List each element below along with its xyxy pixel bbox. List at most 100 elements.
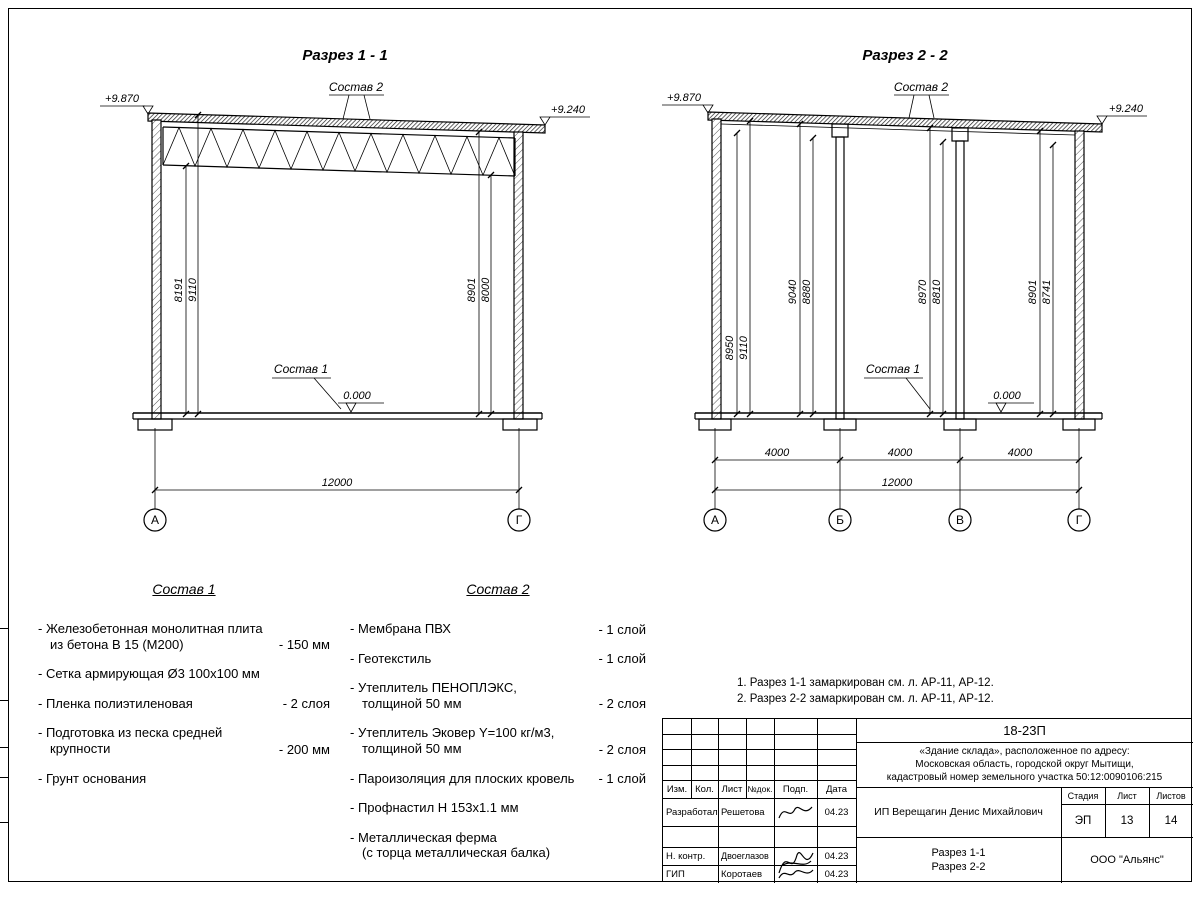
s1-axis-a: А [151, 513, 159, 527]
signature-developer [778, 806, 813, 819]
row-role-ncontrol: Н. контр. [666, 850, 706, 862]
s2-dim-v7: 8901 [1027, 280, 1039, 304]
s1-roof-slab [147, 112, 546, 134]
frame-tick [0, 777, 9, 778]
item-value: - 1 слой [598, 621, 646, 637]
sheets-total: 14 [1164, 814, 1178, 827]
item-text: - Утеплитель ПЕНОПЛЭКС, толщиной 50 мм [350, 680, 517, 711]
col-header-ndok: №док. [747, 784, 773, 794]
sections-canvas: Разрез 1 - 1 +9.870 +9.240 Состав 2 [100, 47, 1147, 532]
item-value: - 2 слоя [598, 741, 646, 757]
s1-wall-left [151, 119, 162, 420]
frame-tick [0, 747, 9, 748]
note-line-2: 2. Разрез 2-2 замаркирован см. л. АР-11,… [737, 692, 994, 705]
list-item: - Геотекстиль - 1 слой [350, 651, 646, 667]
s2-dim-total: 12000 [882, 477, 913, 489]
s1-label-sostav2: Состав 2 [329, 80, 384, 120]
s2-axis-g: Г [1076, 513, 1083, 527]
item-text: - Сетка армирующая Ø3 100х100 мм [38, 666, 260, 682]
row-name-ncontrol: Двоеглазов [721, 851, 769, 861]
col-header-izm: Изм. [666, 783, 688, 795]
signature-gip [778, 869, 814, 879]
s2-axis-b: Б [836, 513, 844, 527]
item-text: - Профнастил Н 153х1.1 мм [350, 800, 519, 816]
s1-elevation-left: +9.870 [100, 93, 154, 115]
s2-axes: А Б В Г [703, 508, 1091, 532]
s1-sostav2-label: Состав 2 [329, 80, 383, 94]
item-text: - Железобетонная монолитная плита из бет… [38, 621, 263, 652]
s2-level-zero-value: 0.000 [993, 390, 1021, 402]
list-item: - Пароизоляция для плоских кровель - 1 с… [350, 771, 646, 787]
sheet-header: Лист [1117, 790, 1137, 801]
item-value: - 1 слой [598, 651, 646, 667]
s2-elev-left-value: +9.870 [667, 92, 702, 104]
s2-axis-a: А [711, 513, 719, 527]
s1-elev-left-value: +9.870 [105, 93, 140, 105]
list-item: - Металлическая ферма (с торца металличе… [350, 830, 646, 861]
s1-floor [132, 412, 543, 431]
item-value: - 150 мм [278, 637, 330, 653]
sheets-header: Листов [1156, 790, 1186, 801]
s1-label-sostav1: Состав 1 [272, 362, 342, 410]
row-role-gip: ГИП [666, 868, 685, 880]
s2-dim-v6: 8810 [931, 279, 943, 304]
sheet-number: 13 [1120, 814, 1134, 827]
col-header-kol: Кол. [695, 783, 714, 795]
s2-sostav1-label: Состав 1 [866, 362, 920, 376]
s2-label-sostav1: Состав 1 [864, 362, 931, 410]
s1-vertical-dimensions: 8191 9110 8901 8000 [173, 111, 495, 418]
section-1-1: Разрез 1 - 1 +9.870 +9.240 Состав 2 [100, 47, 590, 532]
frame-tick [0, 700, 9, 701]
project-object: «Здание склада», расположенное по адресу… [886, 746, 1163, 783]
item-text: - Геотекстиль [350, 650, 432, 666]
s2-dim-v3: 9040 [787, 279, 799, 304]
s1-elevation-right: +9.240 [539, 104, 590, 126]
row-name-gip: Коротаев [721, 868, 763, 880]
s1-dim-v2: 9110 [187, 277, 199, 302]
note-line-1: 1. Разрез 1-1 замаркирован см. л. АР-11,… [737, 677, 994, 689]
item-text: - Подготовка из песка средней крупности [38, 725, 223, 756]
sheet-border-frame [8, 8, 1192, 882]
section-1-1-title: Разрез 1 - 1 [302, 47, 387, 64]
list-item: - Сетка армирующая Ø3 100х100 мм [38, 666, 330, 682]
notes: 1. Разрез 1-1 замаркирован см. л. АР-11,… [737, 676, 1077, 707]
item-text: - Грунт основания [38, 770, 147, 786]
col-header-podp: Подп. [782, 783, 809, 795]
list-item: - Мембрана ПВХ - 1 слой [350, 621, 646, 637]
item-value: - 200 мм [278, 741, 330, 757]
row-name-developer: Решетова [721, 806, 765, 818]
s2-elev-right-value: +9.240 [1109, 103, 1144, 115]
item-text: - Мембрана ПВХ [350, 621, 451, 636]
item-text: - Утеплитель Эковер Y=100 кг/м3, толщино… [350, 725, 555, 756]
s2-roof-slab [707, 111, 1103, 133]
company-name: ИП Верещагин Денис Михайлович [874, 806, 1043, 818]
row-role-developer: Разработал [666, 806, 718, 818]
list-item: - Профнастил Н 153х1.1 мм [350, 800, 646, 816]
s1-elev-right-value: +9.240 [551, 104, 586, 116]
frame-tick [0, 822, 9, 823]
s1-dim-v4: 8000 [480, 277, 492, 302]
stage-header: Стадия [1067, 790, 1099, 801]
s2-dim-v5: 8970 [917, 279, 929, 304]
s2-dim-v4: 8880 [801, 279, 813, 304]
item-text: - Пленка полиэтиленовая [38, 695, 193, 711]
sostav-1-title: Состав 1 [152, 581, 216, 597]
s2-dim-v2: 9110 [738, 335, 750, 360]
row-date-gip: 04.23 [824, 868, 849, 880]
s1-axis-g: Г [516, 513, 523, 527]
list-item: - Подготовка из песка средней крупности … [38, 725, 330, 756]
list-item: - Грунт основания [38, 771, 330, 787]
s2-bottom-dimensions: 4000 4000 4000 12000 [711, 428, 1083, 509]
col-header-data: Дата [825, 783, 848, 795]
list-item: - Утеплитель Эковер Y=100 кг/м3, толщино… [350, 725, 646, 756]
item-value: - 1 слой [598, 771, 646, 787]
title-block: Изм. Кол. Лист №док. Подп. Дата Разработ… [662, 718, 1193, 883]
s2-dim-span3: 4000 [1008, 447, 1033, 459]
s2-column-v [951, 127, 969, 420]
list-item: - Утеплитель ПЕНОПЛЭКС, толщиной 50 мм -… [350, 680, 646, 711]
s2-dim-span2: 4000 [888, 447, 913, 459]
s1-dim-v1: 8191 [173, 278, 185, 302]
row-date-ncontrol: 04.23 [824, 850, 849, 862]
s2-floor [694, 412, 1103, 431]
